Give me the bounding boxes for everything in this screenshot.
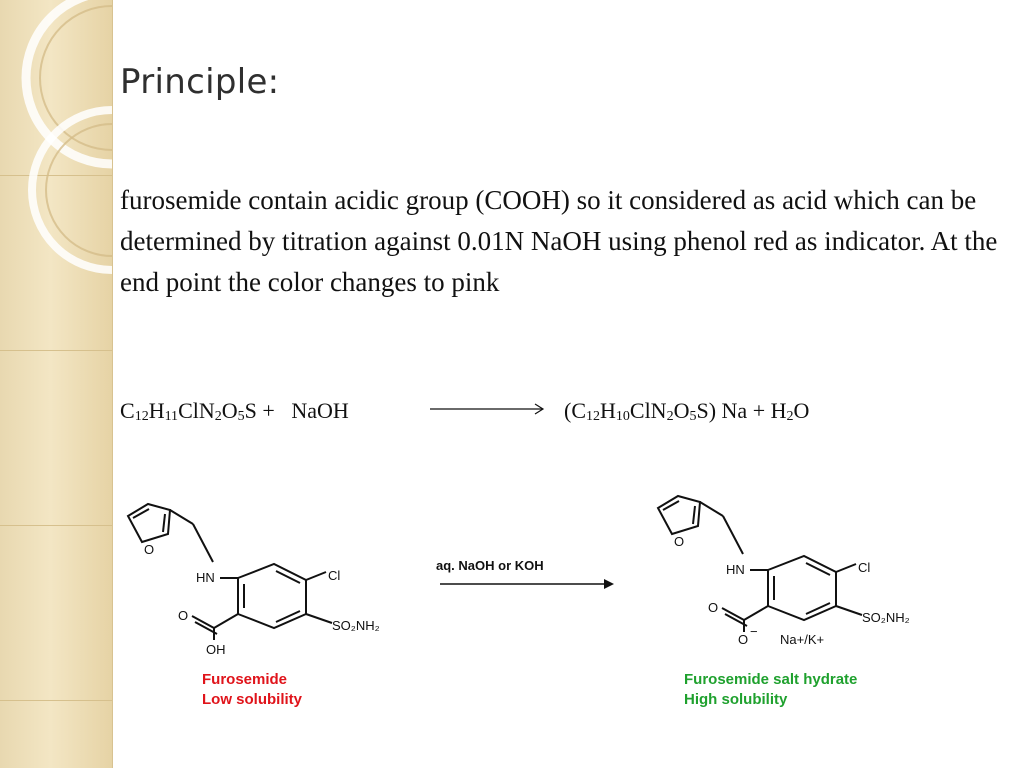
- carbonyl-oxygen-label: O: [178, 608, 188, 623]
- salt-ring-oxygen-label: O: [674, 534, 684, 549]
- furosemide-structure-icon: [126, 502, 333, 640]
- salt-negative-charge-label: −: [750, 624, 758, 639]
- sulfonamide-label: SO₂NH₂: [332, 618, 380, 633]
- counter-ion-label: Na+/K+: [780, 632, 824, 647]
- salt-nh-label: HN: [726, 562, 745, 577]
- salt-carbonyl-oxygen-label: O: [708, 600, 718, 615]
- plus-sign: +: [752, 398, 766, 423]
- plus-sign: +: [262, 398, 275, 423]
- reagent: NaOH: [291, 398, 349, 423]
- reaction-scheme: O HN Cl O OH SO₂NH₂ Furosemide Low solub…: [126, 494, 910, 708]
- scheme-arrow-icon: [440, 579, 614, 589]
- body-paragraph: furosemide contain acidic group (COOH) s…: [120, 185, 998, 297]
- furosemide-caption: Furosemide: [202, 671, 287, 688]
- chlorine-label: Cl: [328, 568, 340, 583]
- equation-products: (C12H10ClN2O5S) Na + H2O: [564, 398, 810, 424]
- reaction-condition-label: aq. NaOH or KOH: [436, 558, 544, 573]
- ring-oxygen-label: O: [144, 542, 154, 557]
- equation-reactants: C12H11ClN2O5S + NaOH: [120, 398, 349, 424]
- decorative-circles-icon: [21, 0, 112, 274]
- salt-chlorine-label: Cl: [858, 560, 870, 575]
- furosemide-salt-caption: Furosemide salt hydrate: [684, 671, 857, 688]
- high-solubility-caption: High solubility: [684, 691, 788, 708]
- low-solubility-caption: Low solubility: [202, 691, 303, 708]
- furosemide-salt-structure-icon: [656, 494, 863, 632]
- hydroxyl-label: OH: [206, 642, 226, 657]
- nh-label: HN: [196, 570, 215, 585]
- salt-sulfonamide-label: SO₂NH₂: [862, 610, 910, 625]
- salt-carboxylate-oxygen-label: O: [738, 632, 748, 647]
- slide-title: Principle:: [120, 62, 280, 102]
- decorative-sidebar: [0, 0, 113, 768]
- reaction-equation: C12H11ClN2O5S + NaOH (C12H10ClN2O5S) Na …: [120, 398, 1000, 428]
- reaction-arrow-icon: [430, 403, 545, 415]
